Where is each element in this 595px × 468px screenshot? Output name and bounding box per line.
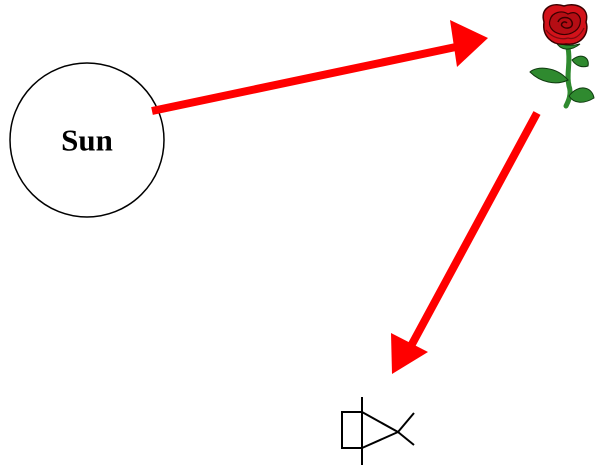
arrow-shaft <box>151 40 471 115</box>
sun-circle <box>9 62 165 218</box>
eye-retina-upper <box>397 412 415 433</box>
eye-ray-upper <box>361 411 399 433</box>
eye-ray-lower <box>361 431 399 449</box>
rose-bloom-swirl <box>557 16 574 29</box>
rose-bloom-petal <box>548 11 581 36</box>
rose-bloom-fold <box>545 27 585 40</box>
rose-leaf-right <box>568 87 595 103</box>
sun: Sun <box>9 62 165 218</box>
sun-label: Sun <box>61 123 113 158</box>
arrow-sun-to-rose <box>151 20 488 115</box>
eye-icon <box>341 397 415 465</box>
rose-stem <box>563 45 573 109</box>
rose-leaf-left <box>529 67 569 84</box>
eye-cornea <box>341 411 362 449</box>
arrowhead <box>391 333 428 374</box>
rose-leaf-top <box>571 55 589 68</box>
arrowhead <box>450 20 488 67</box>
arrow-rose-to-eye <box>391 111 541 374</box>
eye-retina-lower <box>397 431 415 446</box>
rose-icon <box>529 4 595 109</box>
arrow-shaft <box>407 111 541 348</box>
